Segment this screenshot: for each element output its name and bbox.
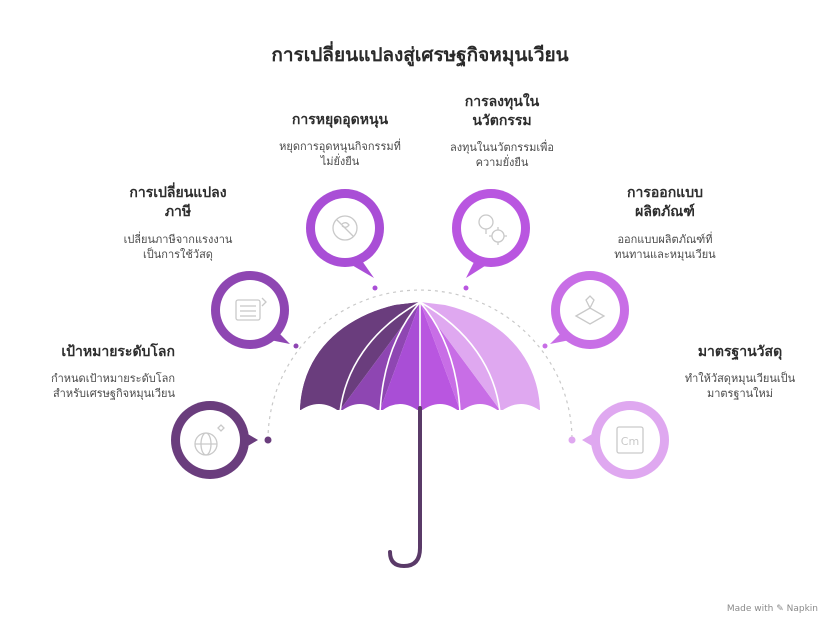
footer-credit: Made with ✎ Napkin xyxy=(726,604,818,614)
label-tax-change: การเปลี่ยนแปลง ภาษี เปลี่ยนภาษีจากแรงงาน… xyxy=(108,184,248,262)
bubble-product-design xyxy=(550,271,629,349)
label-material-standard: มาตรฐานวัสดุ ทำให้วัสดุหมุนเวียนเป็น มาต… xyxy=(665,343,815,401)
umbrella-canopy xyxy=(298,301,542,420)
arc-dot xyxy=(293,343,299,349)
design-icon xyxy=(574,295,606,325)
item-desc: ลงทุนในนวัตกรรมเพื่อ ความยั่งยืน xyxy=(450,141,554,169)
innovation-icon xyxy=(478,214,507,245)
bubble-tax-change xyxy=(211,271,290,349)
canopy-panel xyxy=(380,302,420,410)
item-heading: เป้าหมายระดับโลก xyxy=(61,344,175,360)
arc-dot xyxy=(568,436,576,444)
item-heading: การเปลี่ยนแปลง ภาษี xyxy=(129,185,227,220)
item-desc: ทำให้วัสดุหมุนเวียนเป็น มาตรฐานใหม่ xyxy=(684,372,796,400)
arc-dot xyxy=(542,343,548,349)
diagram-title: การเปลี่ยนแปลงสู่เศรษฐกิจหมุนเวียน xyxy=(271,44,569,66)
bubble-global-goal xyxy=(171,401,258,479)
globe-icon xyxy=(194,424,225,456)
item-heading: มาตรฐานวัสดุ xyxy=(697,344,783,360)
label-product-design: การออกแบบ ผลิตภัณฑ์ ออกแบบผลิตภัณฑ์ที่ ท… xyxy=(590,184,740,262)
arc-dot xyxy=(264,436,272,444)
bubble-stop-subsidy xyxy=(306,189,384,278)
item-desc: ออกแบบผลิตภัณฑ์ที่ ทนทานและหมุนเวียน xyxy=(614,233,716,261)
label-stop-subsidy: การหยุดอุดหนุน หยุดการอุดหนุนกิจกรรมที่ … xyxy=(265,111,415,169)
svg-text:Cm: Cm xyxy=(621,435,639,448)
bubble-material-standard: Cm xyxy=(582,401,669,479)
material-standard-icon: Cm xyxy=(616,426,644,454)
item-desc: หยุดการอุดหนุนกิจกรรมที่ ไม่ยั่งยืน xyxy=(279,140,401,168)
item-heading: การหยุดอุดหนุน xyxy=(291,112,389,128)
arc-dot xyxy=(463,285,469,291)
item-heading: การลงทุนใน นวัตกรรม xyxy=(464,94,540,129)
guide-arc xyxy=(267,289,573,441)
canopy-panel xyxy=(340,302,420,410)
calculator-icon xyxy=(235,297,267,321)
item-desc: กำหนดเป้าหมายระดับโลก สำหรับเศรษฐกิจหมุน… xyxy=(50,372,175,400)
label-innovation: การลงทุนใน นวัตกรรม ลงทุนในนวัตกรรมเพื่อ… xyxy=(432,93,572,170)
label-global-goal: เป้าหมายระดับโลก กำหนดเป้าหมายระดับโลก ส… xyxy=(5,343,175,401)
no-subsidy-icon xyxy=(332,215,358,241)
item-heading: การออกแบบ ผลิตภัณฑ์ xyxy=(627,185,703,220)
item-desc: เปลี่ยนภาษีจากแรงงาน เป็นการใช้วัสดุ xyxy=(123,233,233,261)
arc-dot xyxy=(372,285,378,291)
umbrella-handle xyxy=(388,406,422,569)
bubble-innovation xyxy=(452,189,530,278)
